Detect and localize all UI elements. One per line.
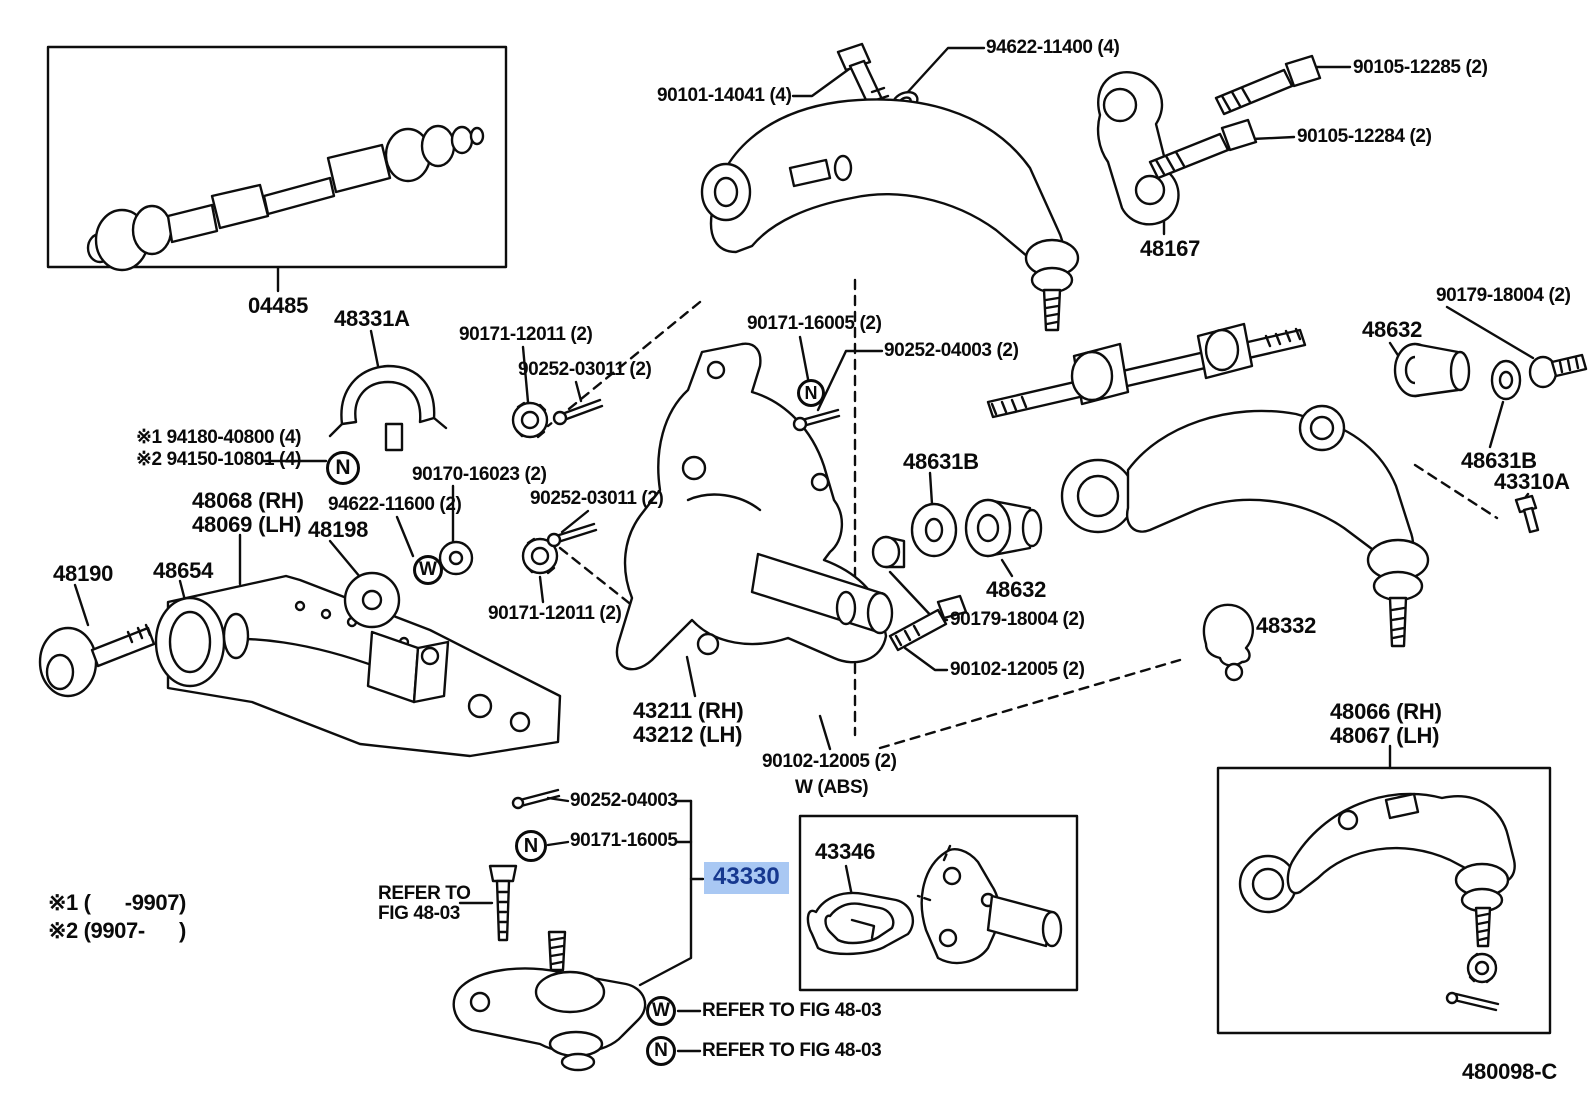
label-90105-12285: 90105-12285 (2) xyxy=(1353,57,1488,78)
n-symbol-bottom: N xyxy=(515,830,547,862)
n-symbol-notes: N xyxy=(326,451,360,485)
bolts-90105-drawing xyxy=(1148,54,1322,180)
lower-arm-drawing xyxy=(38,571,562,758)
label-legend-n-text: REFER TO FIG 48-03 xyxy=(702,1040,882,1061)
label-note2-part: ※2 94150-10801 (4) xyxy=(136,449,302,470)
label-legend-w-text: REFER TO FIG 48-03 xyxy=(702,1000,882,1021)
bracket-48167-drawing xyxy=(1096,71,1180,226)
label-90252-03011-mid: 90252-03011 (2) xyxy=(530,488,664,509)
label-43310A: 43310A xyxy=(1494,469,1570,494)
label-w-abs: W (ABS) xyxy=(795,777,869,798)
lateral-control-rod-drawing xyxy=(86,124,485,272)
label-figure-code: 480098-C xyxy=(1462,1059,1558,1084)
label-note1-range: ※1 ( -9907) xyxy=(48,890,186,915)
label-90171-12011-upper: 90171-12011 (2) xyxy=(459,324,593,345)
label-48068-48069: 48068 (RH)48069 (LH) xyxy=(192,488,304,537)
dashed-lines xyxy=(546,278,1499,750)
upper-arm-left-drawing xyxy=(700,98,1080,332)
label-note2-range: ※2 (9907- ) xyxy=(48,918,186,943)
upper-arm-boxed-drawing xyxy=(1238,792,1516,1012)
label-04485: 04485 xyxy=(248,293,309,318)
label-48167: 48167 xyxy=(1140,236,1201,261)
cap-48332-drawing xyxy=(1202,603,1255,682)
small-fasteners-drawing xyxy=(438,398,841,576)
label-90171-12011-mid: 90171-12011 (2) xyxy=(488,603,622,624)
label-43330: 43330 xyxy=(704,862,789,894)
label-48632-right: 48632 xyxy=(1362,317,1423,342)
bolt-90179-topright-drawing xyxy=(1528,353,1588,389)
label-94622-11600: 94622-11600 (2) xyxy=(328,494,462,515)
label-90179-18004-topright: 90179-18004 (2) xyxy=(1436,285,1571,306)
mid-bushings-drawing xyxy=(871,498,1043,652)
label-48190: 48190 xyxy=(53,561,114,586)
label-90252-03011-upper: 90252-03011 (2) xyxy=(518,359,652,380)
n-symbol-upper: N xyxy=(797,379,825,407)
leader-lines xyxy=(73,46,1535,1053)
label-90102-12005-mid: 90102-12005 (2) xyxy=(950,659,1085,680)
label-43211-43212: 43211 (RH)43212 (LH) xyxy=(633,698,744,747)
label-90171-16005-bottom: 90171-16005 xyxy=(570,830,678,851)
label-90179-18004-mid: 90179-18004 (2) xyxy=(950,609,1085,630)
label-90252-04003-upper: 90252-04003 (2) xyxy=(884,340,1019,361)
abs-spindle-drawing xyxy=(806,844,1063,965)
label-90170-16023: 90170-16023 (2) xyxy=(412,464,547,485)
bracket-48331A-drawing xyxy=(328,364,448,452)
label-note1-part: ※1 94180-40800 (4) xyxy=(136,427,302,448)
label-90252-04003-bottom: 90252-04003 xyxy=(570,790,678,811)
label-48654: 48654 xyxy=(153,558,214,583)
w-symbol-legend: W xyxy=(646,996,676,1026)
n-symbol-legend: N xyxy=(646,1036,676,1066)
label-94622-11400: 94622-11400 (4) xyxy=(986,37,1120,58)
w-symbol-94622: W xyxy=(413,555,443,585)
label-48631B-right: 48631B xyxy=(1461,448,1537,473)
label-48198: 48198 xyxy=(308,517,369,542)
ball-joint-43330-drawing xyxy=(452,788,647,1072)
label-48066-48067: 48066 (RH)48067 (LH) xyxy=(1330,699,1442,748)
label-43346: 43346 xyxy=(815,839,876,864)
label-90101-14041: 90101-14041 (4) xyxy=(657,85,792,106)
label-48631B-mid: 48631B xyxy=(903,449,979,474)
label-48632-mid: 48632 xyxy=(986,577,1047,602)
relay-rod-drawing xyxy=(986,322,1307,419)
label-90102-12005-bottom: 90102-12005 (2) xyxy=(762,751,897,772)
label-90105-12284: 90105-12284 (2) xyxy=(1297,126,1432,147)
steering-knuckle-drawing xyxy=(615,342,894,671)
label-90171-16005-upper: 90171-16005 (2) xyxy=(747,313,882,334)
upper-arm-right-drawing xyxy=(1060,342,1540,648)
label-48332: 48332 xyxy=(1256,613,1317,638)
label-48331A: 48331A xyxy=(334,306,410,331)
